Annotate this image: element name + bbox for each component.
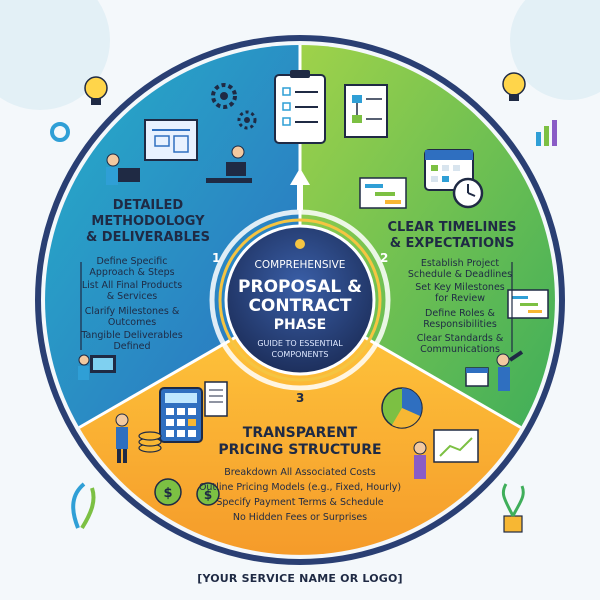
timelines-title-line2: & EXPECTATIONS [390, 236, 515, 251]
timelines-item: Define Roles & [425, 308, 495, 319]
clock-icon [452, 177, 484, 209]
timelines-item: Responsibilities [423, 319, 497, 330]
money-bag-icon: $ [154, 478, 182, 506]
pricing-item: No Hidden Fees or Surprises [233, 512, 367, 523]
pricing-item: Specify Payment Terms & Schedule [216, 497, 383, 508]
arrow-up-icon [290, 168, 310, 185]
outer-ring [35, 35, 565, 565]
gantt-chart-icon [359, 177, 407, 209]
methodology-item: Defined [113, 341, 150, 352]
timelines-item: Establish Project [421, 258, 500, 269]
flowchart-document-icon [344, 84, 388, 138]
person-monitor-icon [78, 354, 116, 380]
presentation-board-icon [433, 429, 479, 463]
bar-chart-icon [536, 120, 557, 146]
person-presenting-icon [413, 441, 427, 479]
svg-text:$: $ [204, 488, 212, 502]
section-number-1: 1 [212, 251, 220, 265]
methodology-item: Outcomes [108, 317, 156, 328]
center-dot-icon [295, 239, 305, 249]
sector-pricing [79, 300, 521, 555]
methodology-item: Approach & Steps [89, 267, 174, 278]
center-sub-line2: COMPONENTS [272, 350, 329, 359]
arrow-stem [297, 185, 303, 210]
timelines-item: Set Key Milestones [415, 282, 505, 293]
lightbulb-icon [502, 72, 526, 101]
center-hub [224, 224, 376, 376]
calculator-icon [159, 387, 203, 443]
center-title-line3: PHASE [274, 317, 326, 333]
coin-stack-icon [138, 431, 162, 453]
person-desk-icon [206, 145, 252, 183]
pricing-item: Outline Pricing Models (e.g., Fixed, Hou… [199, 482, 401, 493]
methodology-item: Clarify Milestones & [85, 306, 180, 317]
timelines-item: Communications [420, 344, 500, 355]
gears-icon [211, 83, 257, 130]
methodology-item: Tangible Deliverables [80, 330, 182, 341]
bg-blob [0, 0, 110, 110]
person-telescope-icon [496, 350, 524, 391]
plant-icon [71, 482, 96, 530]
pricing-item: Breakdown All Associated Costs [224, 467, 375, 478]
cycle-ring-inner [218, 218, 382, 382]
clipboard-checklist-icon [274, 70, 326, 144]
section-number-3: 3 [296, 391, 304, 405]
timelines-item: Schedule & Deadlines [408, 269, 512, 280]
methodology-title-line1: DETAILED [113, 198, 184, 213]
person-standing-icon [115, 413, 129, 463]
person-laptop-icon [106, 153, 140, 185]
money-bag-icon: $ [196, 482, 220, 506]
bg-blob [510, 0, 600, 100]
section-number-2: 2 [380, 251, 388, 265]
methodology-item: & Services [107, 291, 158, 302]
methodology-item: Define Specific [96, 256, 167, 267]
center-top-label: COMPREHENSIVE [255, 259, 346, 271]
pricing-title-line2: PRICING STRUCTURE [218, 442, 381, 458]
receipt-icon [204, 381, 228, 417]
gantt-board-icon [507, 289, 549, 319]
mini-calendar-icon [465, 367, 489, 387]
cycle-ring [209, 209, 391, 391]
plant-icon [501, 483, 525, 533]
methodology-title-line3: & DELIVERABLES [86, 230, 210, 245]
svg-text:$: $ [163, 486, 172, 501]
timelines-item: Clear Standards & [417, 333, 504, 344]
donut-chart-icon [50, 122, 70, 142]
lightbulb-icon [84, 76, 108, 105]
center-sub-line1: GUIDE TO ESSENTIAL [257, 339, 343, 348]
footer-brand-text: [YOUR SERVICE NAME OR LOGO] [197, 572, 403, 585]
pie-chart-icon [381, 387, 423, 429]
timelines-title-line1: CLEAR TIMELINES [387, 220, 516, 235]
center-title-line1: PROPOSAL & [238, 277, 362, 297]
methodology-title-line2: METHODOLOGY [91, 214, 205, 229]
blueprint-icon [144, 119, 198, 161]
methodology-item: List All Final Products [82, 280, 182, 291]
timelines-item: for Review [435, 293, 485, 304]
pricing-title-line1: TRANSPARENT [243, 425, 358, 441]
center-title-line2: CONTRACT [248, 296, 351, 316]
